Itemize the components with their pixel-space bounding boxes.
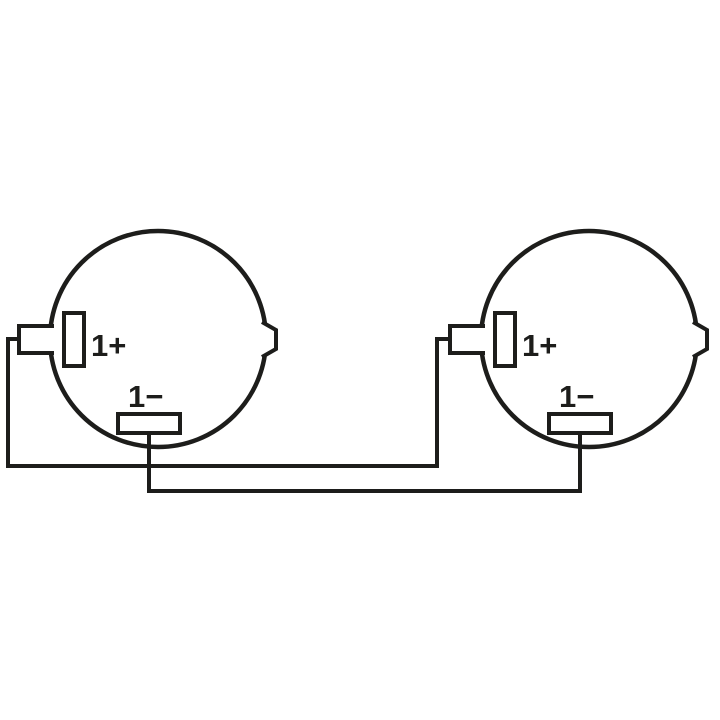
- connector-left-terminal-positive: [62, 311, 86, 368]
- wire-negative: [147, 433, 582, 493]
- connector-left: 1+ 1−: [17, 228, 278, 450]
- connector-left-keyway: [261, 320, 278, 359]
- connector-left-label-negative: 1−: [128, 379, 163, 414]
- connector-left-label-positive: 1+: [91, 328, 126, 363]
- connector-right-keyway: [692, 320, 709, 359]
- connector-right-label-negative: 1−: [559, 379, 594, 414]
- connector-left-terminal-negative: [116, 412, 182, 435]
- connector-right-solder-tab: [448, 324, 485, 355]
- connector-left-solder-tab: [17, 324, 54, 355]
- wires: [6, 337, 582, 493]
- connector-right-label-positive: 1+: [522, 328, 557, 363]
- connector-right-terminal-positive: [493, 311, 517, 368]
- connector-right-terminal-negative: [547, 412, 613, 435]
- wire-positive: [6, 337, 452, 468]
- connector-right: 1+ 1−: [448, 228, 709, 450]
